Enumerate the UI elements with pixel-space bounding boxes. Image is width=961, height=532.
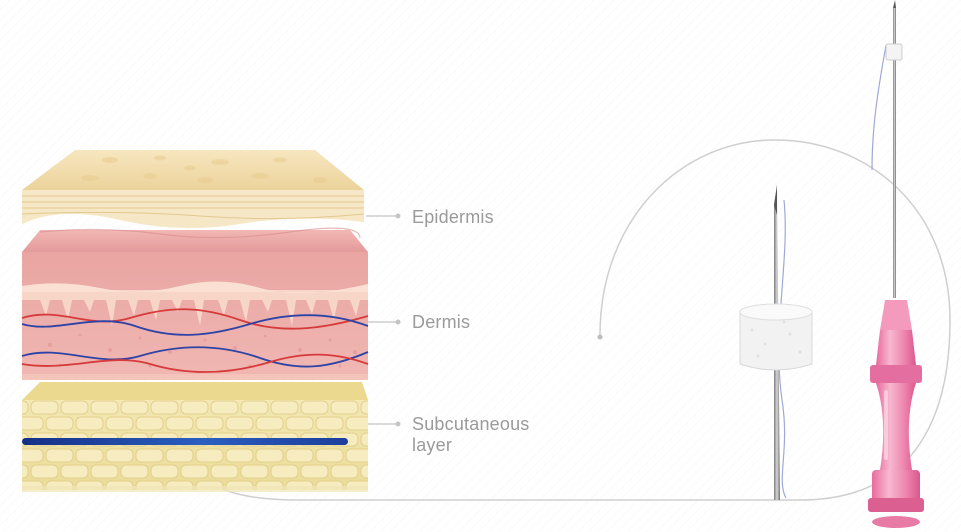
cannula-thread	[872, 45, 886, 170]
dermis-layer	[22, 228, 368, 380]
subcutaneous-label: Subcutaneous layer	[412, 414, 530, 456]
dermis-label: Dermis	[412, 312, 470, 333]
leader-lines	[366, 216, 398, 424]
connector-arc-dot	[598, 335, 603, 340]
subcutaneous-layer	[22, 382, 368, 492]
subcutaneous-label-line2: layer	[412, 435, 530, 456]
cotton-pad	[740, 304, 812, 370]
subcutaneous-label-line1: Subcutaneous	[412, 414, 530, 435]
epidermis-layer	[22, 150, 364, 228]
epidermis-label: Epidermis	[412, 207, 494, 228]
subcutaneous-thread	[22, 438, 348, 445]
leader-dot-dermis	[396, 320, 401, 325]
small-needle	[740, 185, 812, 500]
needle-marker	[886, 44, 902, 60]
leader-dot-epidermis	[396, 214, 401, 219]
leader-dot-subcutaneous	[396, 422, 401, 427]
